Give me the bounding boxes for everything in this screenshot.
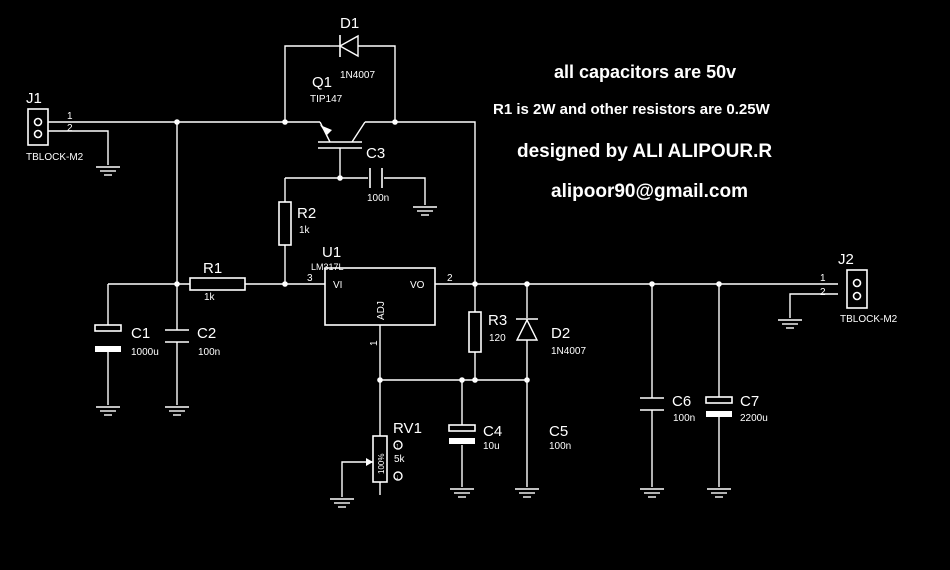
- c4-ref: C4: [483, 423, 502, 440]
- u1-adj-label: ADJ: [376, 301, 387, 320]
- j2-value: TBLOCK-M2: [840, 314, 898, 325]
- c5-ref: C5: [549, 423, 568, 440]
- ground-icon: [413, 206, 437, 216]
- connector-j2: J2 1 2 TBLOCK-M2: [820, 251, 898, 325]
- c6-ref: C6: [672, 393, 691, 410]
- u1-value: LM317L: [311, 262, 344, 272]
- note-capacitors: all capacitors are 50v: [554, 62, 736, 82]
- d2-ref: D2: [551, 325, 570, 342]
- r3-value: 120: [489, 333, 506, 344]
- ground-icon: [96, 406, 120, 416]
- d1-value: 1N4007: [340, 70, 375, 81]
- c7-value: 2200u: [740, 413, 768, 424]
- c6-value: 100n: [673, 413, 695, 424]
- svg-text:↑: ↑: [396, 443, 400, 450]
- r1-value: 1k: [204, 292, 216, 303]
- j2-ref: J2: [838, 251, 854, 268]
- capacitor-c4: C4 10u: [448, 423, 502, 452]
- ground-symbols: [96, 166, 802, 508]
- r3-ref: R3: [488, 312, 507, 329]
- u1-pin-in: 3: [307, 273, 313, 284]
- capacitor-c3: C3 100n: [366, 145, 389, 204]
- u1-pin-out: 2: [447, 273, 453, 284]
- diode-d2: D2 1N4007: [515, 318, 586, 357]
- d2-value: 1N4007: [551, 346, 586, 357]
- note-designer: designed by ALI ALIPOUR.R: [517, 141, 772, 162]
- q1-ref: Q1: [312, 74, 332, 91]
- ground-icon: [450, 488, 474, 498]
- rv1-value: 5k: [394, 454, 406, 465]
- resistor-r1: R1 1k: [189, 260, 246, 303]
- c2-value: 100n: [198, 347, 220, 358]
- u1-ref: U1: [322, 244, 341, 261]
- c7-ref: C7: [740, 393, 759, 410]
- c3-ref: C3: [366, 145, 385, 162]
- ground-icon: [165, 406, 189, 416]
- u1-vi-label: VI: [333, 280, 342, 291]
- j1-value: TBLOCK-M2: [26, 152, 84, 163]
- j2-pin2: 2: [820, 287, 826, 298]
- regulator-u1: U1 LM317L VI VO ADJ 3 2 1: [307, 244, 453, 346]
- ground-icon: [515, 488, 539, 498]
- j2-pin1: 1: [820, 273, 826, 284]
- c4-value: 10u: [483, 441, 500, 452]
- d1-ref: D1: [340, 15, 359, 32]
- resistor-r2: R2 1k: [278, 201, 316, 246]
- ground-icon: [640, 488, 664, 498]
- note-email: alipoor90@gmail.com: [551, 181, 748, 202]
- transistor-q1: Q1 TIP147: [310, 74, 366, 149]
- c2-ref: C2: [197, 325, 216, 342]
- capacitor-c5: C5 100n: [549, 423, 571, 452]
- r2-ref: R2: [297, 205, 316, 222]
- svg-text:↓: ↓: [396, 474, 400, 481]
- ground-icon: [778, 319, 802, 329]
- c3-value: 100n: [367, 193, 389, 204]
- u1-pin-adj: 1: [369, 340, 380, 346]
- resistor-r3: R3 120: [468, 311, 507, 353]
- c5-value: 100n: [549, 441, 571, 452]
- ground-icon: [330, 498, 354, 508]
- potentiometer-rv1: 100% RV1 ↑ 5k ↓: [366, 420, 422, 483]
- ground-icon: [707, 488, 731, 498]
- u1-vo-label: VO: [410, 280, 425, 291]
- ground-icon: [96, 166, 120, 176]
- design-notes: all capacitors are 50v R1 is 2W and othe…: [493, 62, 772, 202]
- capacitor-c2: C2 100n: [165, 325, 220, 358]
- connector-j1: J1 1 2 TBLOCK-M2: [26, 90, 84, 163]
- r1-ref: R1: [203, 260, 222, 277]
- j1-ref: J1: [26, 90, 42, 107]
- j1-pin1: 1: [67, 111, 73, 122]
- c1-ref: C1: [131, 325, 150, 342]
- junction-dots: [174, 119, 722, 383]
- rv1-ref: RV1: [393, 420, 422, 437]
- note-resistors: R1 is 2W and other resistors are 0.25W: [493, 101, 771, 118]
- c1-value: 1000u: [131, 347, 159, 358]
- r2-value: 1k: [299, 225, 311, 236]
- capacitor-c7: C7 2200u: [705, 393, 768, 424]
- capacitor-c6: C6 100n: [640, 393, 695, 424]
- j1-pin2: 2: [67, 123, 73, 134]
- diode-d1: D1 1N4007: [330, 15, 375, 81]
- q1-value: TIP147: [310, 94, 343, 105]
- rv1-percent: 100%: [377, 454, 386, 474]
- capacitor-c1: C1 1000u: [94, 324, 159, 358]
